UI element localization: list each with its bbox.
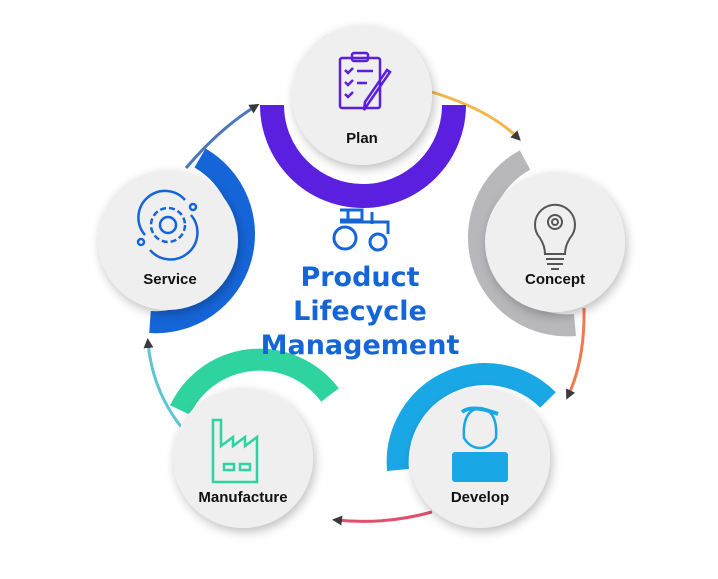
arrow-manufacture-to-service <box>143 338 184 429</box>
stage-label-plan: Plan <box>346 130 378 147</box>
lightbulb-gear-icon <box>534 203 576 270</box>
plan-arc <box>260 104 466 208</box>
title-line-3: Management <box>261 330 460 361</box>
concept-arc <box>467 150 576 337</box>
tractor-icon <box>332 208 390 252</box>
stage-label-concept: Concept <box>525 271 585 288</box>
title-line-2: Lifecycle <box>293 296 427 327</box>
stage-manufacture[interactable]: Manufacture <box>173 388 313 528</box>
stage-service[interactable]: Service <box>98 170 238 310</box>
factory-icon <box>211 418 259 484</box>
gear-cycle-icon <box>136 189 199 261</box>
service-arc <box>149 148 255 334</box>
stage-label-develop: Develop <box>451 489 509 506</box>
developer-laptop-icon <box>452 406 508 482</box>
arrow-concept-to-develop <box>566 307 586 400</box>
arrow-plan-to-concept <box>431 90 521 141</box>
clipboard-checklist-icon <box>338 51 392 111</box>
stage-plan[interactable]: Plan <box>292 25 432 165</box>
title-line-1: Product <box>300 262 419 293</box>
arrow-develop-to-manufacture <box>332 510 433 526</box>
stage-label-manufacture: Manufacture <box>198 489 287 506</box>
develop-arc <box>386 363 556 471</box>
manufacture-arc <box>170 348 339 415</box>
arrow-service-to-plan <box>184 103 260 169</box>
stage-label-service: Service <box>143 271 196 288</box>
stage-develop[interactable]: Develop <box>410 388 550 528</box>
stage-concept[interactable]: Concept <box>485 172 625 312</box>
